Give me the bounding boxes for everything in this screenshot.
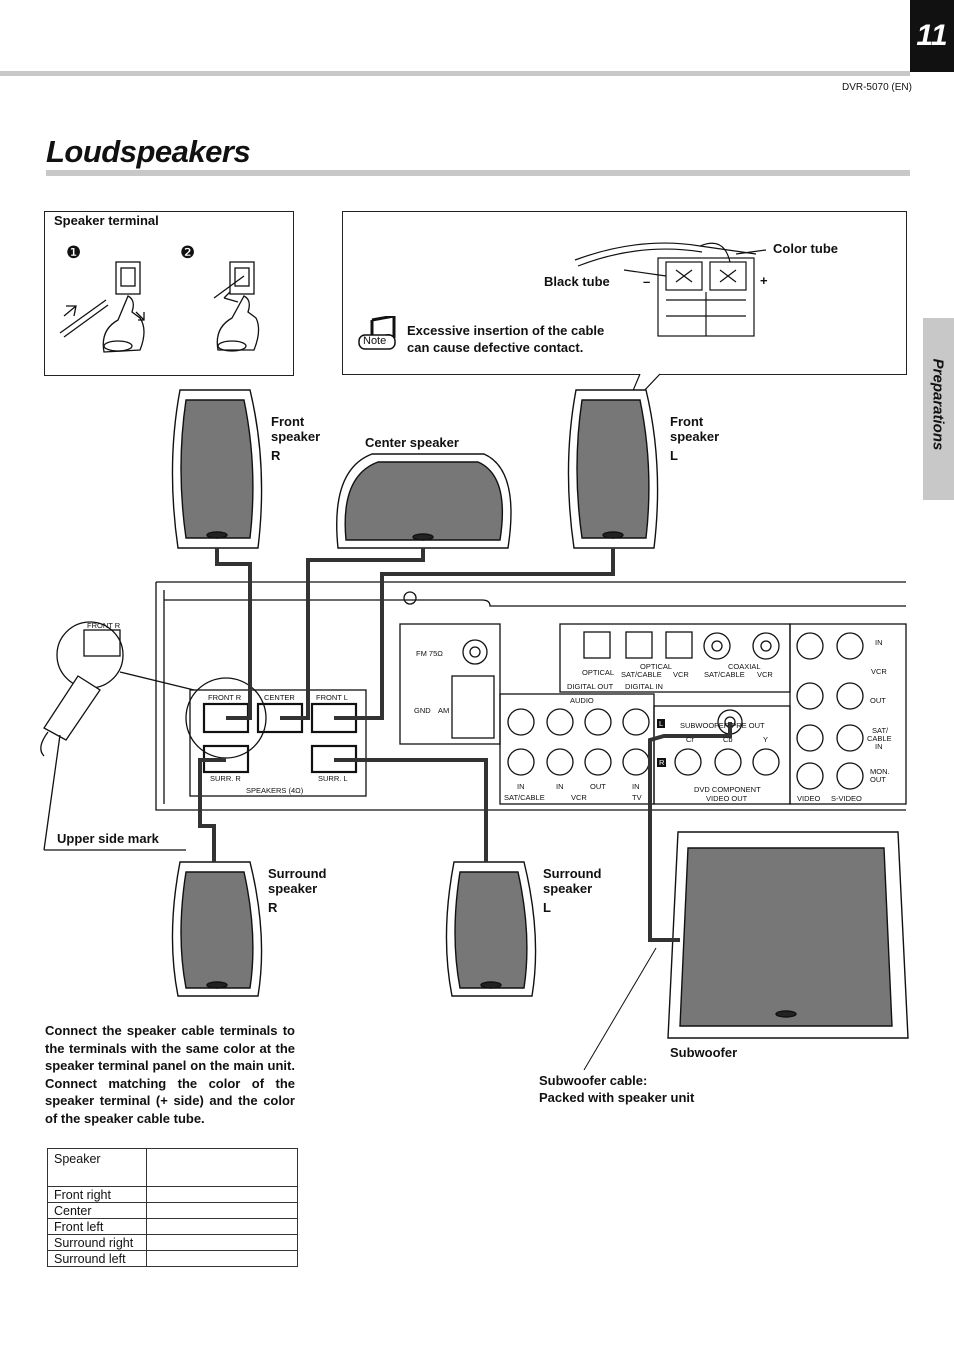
table-row: Surround right — [47, 1234, 298, 1251]
speaker-terminal-title: Speaker terminal — [54, 213, 159, 228]
model-label: DVR-5070 (EN) — [841, 82, 912, 93]
speaker-surround-l — [445, 861, 537, 997]
table-header-speaker: Speaker — [47, 1148, 147, 1187]
v-sat: SAT/ — [872, 726, 889, 735]
v-cable: CABLE — [867, 734, 892, 743]
step-2-marker: ❷ — [180, 243, 196, 262]
instruction-text: Connect the speaker cable terminals to t… — [45, 1023, 295, 1126]
note-icon: Note — [358, 316, 398, 352]
sub-pre-out-label: SUBWOOFER PRE OUT — [680, 721, 765, 730]
optical-label: OPTICAL — [582, 668, 615, 677]
coaxial-label: COAXIAL — [728, 662, 761, 671]
optical-group-label: OPTICAL — [640, 662, 673, 671]
header-rule — [0, 71, 910, 76]
table-cell: Front left — [47, 1218, 147, 1235]
term-center: CENTER — [264, 693, 295, 702]
audio-in-2: IN — [556, 782, 564, 791]
label-center: Center speaker — [365, 435, 459, 450]
term-front-l: FRONT L — [316, 693, 348, 702]
term-surr-l: SURR. L — [318, 774, 348, 783]
speaker-front-l — [567, 389, 659, 549]
step-1-marker: ❶ — [66, 243, 82, 262]
subwoofer — [667, 831, 909, 1039]
table-header-row: Speaker — [47, 1148, 298, 1187]
gnd-label: GND — [414, 706, 431, 715]
note-line-2: can cause defective contact. — [407, 340, 584, 355]
speaker-color-table: Speaker Front right Center Front left Su… — [47, 1148, 298, 1267]
v-out: OUT — [870, 696, 886, 705]
audio-label: AUDIO — [570, 696, 594, 705]
audio-in-tv: IN — [632, 782, 640, 791]
terminal-hand-1 — [59, 261, 145, 353]
plus-label: + — [760, 273, 768, 288]
v-vcr: VCR — [871, 667, 887, 676]
video-out-label: VIDEO OUT — [706, 794, 748, 803]
audio-vcr: VCR — [571, 793, 587, 802]
v-in2: IN — [875, 742, 883, 751]
page-number: 11 — [910, 0, 954, 72]
label-upper-side-mark: Upper side mark — [57, 831, 159, 846]
side-tab[interactable]: Preparations — [923, 318, 954, 500]
table-cell: Center — [47, 1202, 147, 1219]
term-speakers: SPEAKERS (4Ω) — [246, 786, 304, 795]
digital-in-label: DIGITAL IN — [625, 682, 663, 691]
coax-vcr: VCR — [757, 670, 773, 679]
note-line-1: Excessive insertion of the cable — [407, 323, 605, 338]
note-icon-text: Note — [363, 335, 387, 347]
zoom-front-r: FRONT R — [87, 621, 121, 630]
fm-label: FM 75Ω — [416, 649, 443, 658]
audio-sat-cable: SAT/CABLE — [504, 793, 545, 802]
page-title: Loudspeakers — [46, 134, 251, 169]
s-video-label: S-VIDEO — [831, 794, 862, 803]
audio-l-badge: L — [657, 719, 666, 728]
table-row: Center — [47, 1202, 298, 1219]
speaker-center — [336, 453, 512, 549]
audio-tv: TV — [632, 793, 642, 802]
speaker-front-r — [171, 389, 263, 549]
subwoofer-cable-pointer — [583, 947, 657, 1071]
terminal-hand-2 — [213, 261, 260, 352]
table-cell: Surround left — [47, 1250, 147, 1267]
term-front-r: FRONT R — [208, 693, 242, 702]
audio-in-1: IN — [517, 782, 525, 791]
audio-r-badge: R — [657, 758, 667, 767]
label-subwoofer: Subwoofer — [670, 1045, 738, 1060]
coax-sat-cable: SAT/CABLE — [704, 670, 745, 679]
table-row: Front right — [47, 1186, 298, 1203]
table-row: Front left — [47, 1218, 298, 1235]
digital-out-label: DIGITAL OUT — [567, 682, 614, 691]
opt-vcr: VCR — [673, 670, 689, 679]
v-in: IN — [875, 638, 883, 647]
black-tube-label: Black tube — [544, 274, 610, 289]
comp-cb: Cb — [723, 735, 733, 744]
speaker-cables — [198, 548, 732, 942]
color-tube-label: Color tube — [773, 241, 838, 256]
term-surr-r: SURR. R — [210, 774, 241, 783]
comp-cr: Cr — [686, 735, 694, 744]
table-cell: Front right — [47, 1186, 147, 1203]
speaker-terminal-box — [44, 211, 294, 376]
opt-sat-cable: SAT/CABLE — [621, 670, 662, 679]
mon-out-label: OUT — [870, 775, 886, 784]
minus-label: – — [643, 274, 651, 289]
video-label: VIDEO — [797, 794, 821, 803]
table-cell: Surround right — [47, 1234, 147, 1251]
table-header-color — [146, 1148, 298, 1187]
mon-label: MON. — [870, 767, 890, 776]
am-label: AM — [438, 706, 450, 715]
dvd-component-label: DVD COMPONENT — [694, 785, 761, 794]
comp-y: Y — [763, 735, 769, 744]
table-row: Surround left — [47, 1250, 298, 1267]
speaker-surround-r — [171, 861, 263, 997]
audio-out: OUT — [590, 782, 606, 791]
note-box — [342, 211, 907, 375]
label-subwoofer-cable: Subwoofer cable:Packed with speaker unit — [539, 1073, 695, 1105]
title-rule — [46, 170, 910, 176]
